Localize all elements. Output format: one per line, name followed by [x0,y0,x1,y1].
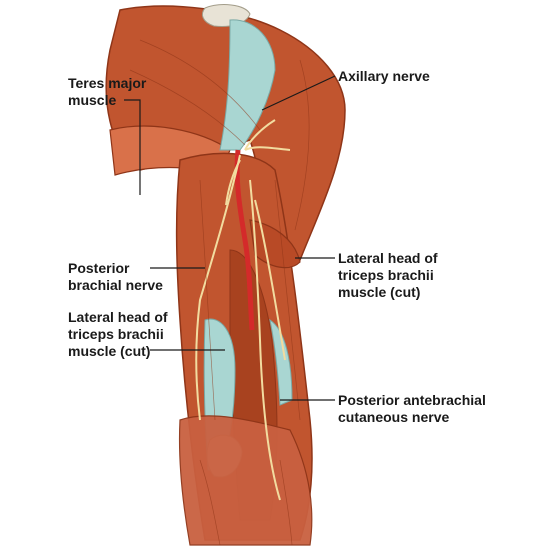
label-posterior-brachial-nerve: Posterior brachial nerve [68,260,163,293]
tendon-upper [219,19,276,151]
label-lateral-head-right: Lateral head of triceps brachii muscle (… [338,250,438,300]
nerve-branches [195,119,291,501]
artery [234,149,255,331]
label-teres-major: Teres major muscle [68,75,147,108]
label-axillary-nerve: Axillary nerve [338,68,430,84]
forearm-muscles [178,415,313,546]
leader-axillary-nerve [261,75,336,111]
leader-teres-major [124,99,141,195]
muscle-fibers [129,39,310,546]
label-lateral-head-left: Lateral head of triceps brachii muscle (… [68,309,168,359]
label-posterior-antebrachial: Posterior antebrachial cutaneous nerve [338,392,486,425]
